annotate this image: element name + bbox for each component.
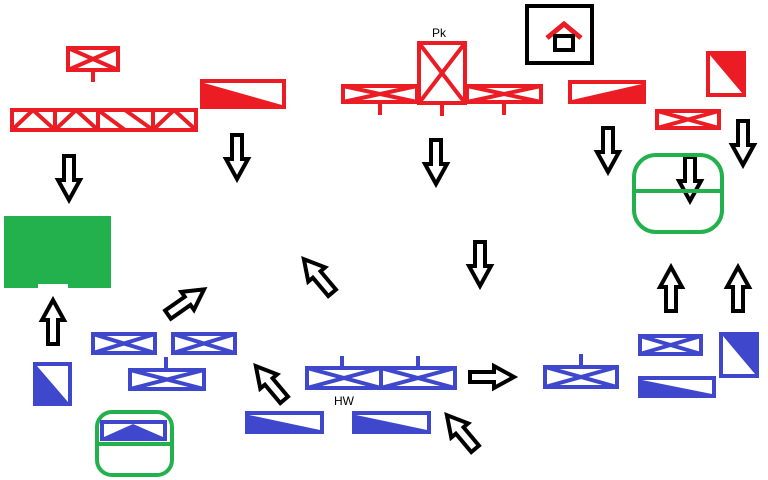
hw-label: HW: [334, 394, 355, 408]
home-box[interactable]: [525, 4, 594, 65]
red-rack-row-left: [10, 108, 198, 132]
home-icon: [545, 20, 583, 52]
arrow-diag-4: [436, 406, 486, 458]
red-center-tower: [417, 41, 467, 116]
blue-wedge-3: [638, 376, 716, 398]
arrow-diag-1: [159, 278, 213, 326]
green-solid-block: [4, 216, 111, 290]
blue-corner-square-left: [33, 362, 72, 406]
red-center-rack-left: [341, 84, 419, 115]
red-center-rack-right: [465, 84, 543, 115]
arrow-down-4: [595, 126, 621, 174]
arrow-down-2: [224, 133, 250, 181]
blue-rack-3: [128, 357, 206, 391]
blue-hw-rack: [305, 356, 457, 390]
arrow-down-3: [423, 138, 449, 186]
arrow-down-1: [56, 154, 82, 202]
blue-rack-2: [171, 332, 237, 355]
red-wedge-block-2: [568, 80, 646, 104]
red-crossed-block-small: [66, 46, 120, 82]
arrow-down-7: [467, 240, 493, 288]
red-rack-small-right: [655, 109, 721, 130]
arrow-diag-2: [293, 250, 343, 302]
arrow-down-6: [730, 119, 756, 167]
arrow-down-5: [677, 155, 703, 203]
pk-label: Pk: [432, 26, 447, 40]
blue-rack-1: [91, 332, 157, 355]
green-rounded-zone-left: [95, 410, 174, 477]
blue-corner-square-right: [719, 332, 759, 378]
arrow-up-1: [40, 298, 66, 346]
blue-rack-4: [543, 354, 619, 389]
blue-rack-5: [638, 334, 703, 356]
arrow-diag-3: [245, 357, 295, 409]
blue-wedge-2: [352, 411, 431, 434]
arrow-right-1: [468, 364, 516, 390]
green-rounded-zone-right: [632, 153, 724, 234]
red-corner-square: [706, 51, 746, 97]
arrow-up-3: [725, 265, 751, 313]
blue-wedge-1: [245, 411, 324, 434]
arrow-up-2: [658, 265, 684, 313]
red-wedge-block-1: [200, 79, 286, 109]
